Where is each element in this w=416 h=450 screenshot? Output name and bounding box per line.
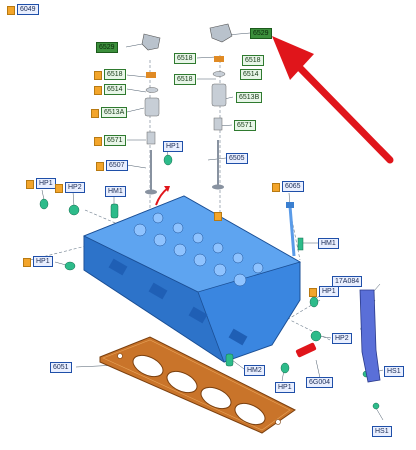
part-6051-label: 6051 [50, 362, 72, 373]
part-6065-label: 6065 [282, 181, 304, 192]
part-6518-label: 6518 [242, 55, 264, 66]
part-hm1-label: HM1 [318, 238, 339, 249]
swatch [272, 183, 280, 192]
highlight-arrow [272, 36, 394, 164]
part-6529-label: 6529 [250, 28, 272, 39]
part-6049-label: 6049 [17, 4, 39, 15]
part-6505-label: 6505 [226, 153, 248, 164]
part-hp1-label: HP1 [163, 141, 183, 152]
part-6518-label: 6518 [174, 53, 196, 64]
part-6571-label: 6571 [234, 120, 256, 131]
part-hs1-label: HS1 [384, 366, 404, 377]
bracket [359, 289, 381, 383]
swatch [23, 258, 31, 267]
swatch [94, 71, 102, 80]
part-6514-label: 6514 [104, 84, 126, 95]
part-hp1-label: HP1 [33, 256, 53, 267]
part-hm2-label: HM2 [244, 365, 265, 376]
swatch [91, 109, 99, 118]
plug-clips [39, 154, 380, 410]
valve-train-left [141, 33, 161, 195]
part-hp2-label: HP2 [65, 182, 85, 193]
swatch [26, 180, 34, 189]
part-6571-label: 6571 [104, 135, 126, 146]
cylinder-head [83, 195, 302, 364]
part-hp1-label: HP1 [275, 382, 295, 393]
swatch [7, 6, 15, 15]
part-hs1-label: HS1 [372, 426, 392, 437]
part-6507-label: 6507 [106, 160, 128, 171]
part-6g004-label: 6G004 [306, 377, 334, 388]
part-6514-label: 6514 [240, 69, 262, 80]
head-bolt [286, 202, 296, 257]
swatch [55, 184, 63, 193]
part-6529-label: 6529 [96, 42, 118, 53]
swatch [309, 288, 317, 297]
swatch [96, 162, 104, 171]
sensor-part [295, 342, 317, 358]
part-hp1-label: HP1 [36, 178, 56, 189]
part-hm1-label: HM1 [105, 186, 126, 197]
part-hp1-label: HP1 [319, 286, 339, 297]
part-17a084-label: 17A084 [332, 276, 363, 287]
valve-train-right [209, 23, 233, 190]
part-6513a-label: 6513A [101, 107, 128, 118]
part-6518-label: 6518 [104, 69, 126, 80]
swatch [214, 212, 222, 221]
swatch [94, 137, 102, 146]
part-6518-label: 6518 [174, 74, 196, 85]
swatch [94, 86, 102, 95]
part-hp2-label: HP2 [332, 333, 352, 344]
head-gasket [99, 336, 296, 434]
part-6513b-label: 6513B [236, 92, 263, 103]
